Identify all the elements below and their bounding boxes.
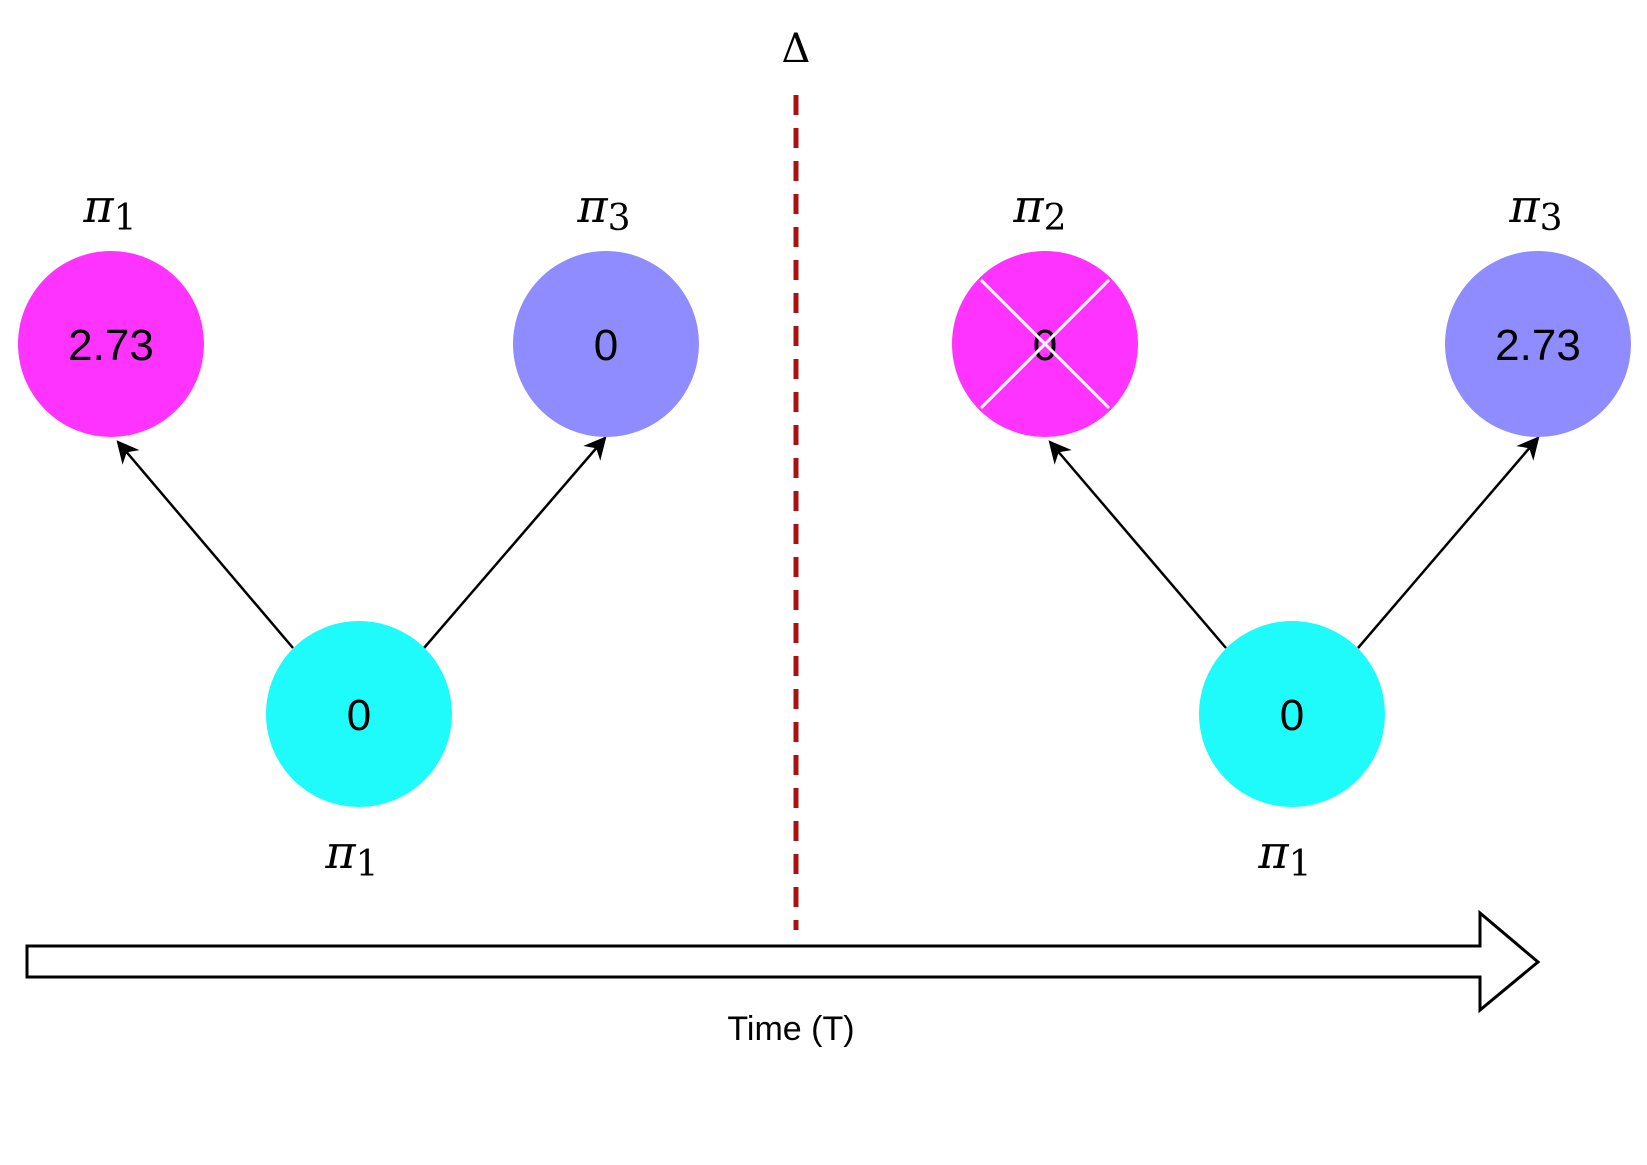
- right-child-b-value: 2.73: [1495, 321, 1581, 370]
- left-child-b-value: 0: [594, 321, 618, 370]
- left-child-b-label: π3: [576, 179, 630, 239]
- right-root-label: π1: [1257, 825, 1311, 885]
- right-root-value: 0: [1280, 691, 1304, 740]
- left-child-b-node: [513, 251, 699, 437]
- left-edge-to-child-a: [116, 440, 294, 649]
- right-child-b-label: π3: [1508, 179, 1562, 239]
- left-root-value: 0: [347, 691, 371, 740]
- left-child-a-value: 2.73: [68, 321, 154, 370]
- right-edge-to-child-b: [1357, 436, 1540, 649]
- left-child-a-label: π1: [82, 179, 136, 239]
- time-label: Time (T): [727, 1010, 854, 1048]
- right-child-b-node: [1445, 251, 1631, 437]
- left-child-a-node: [18, 251, 204, 437]
- right-child-a-label: π2: [1012, 179, 1066, 239]
- left-edge-to-child-b: [423, 436, 607, 649]
- right-root-node: [1199, 621, 1385, 807]
- left-root-node: [266, 621, 452, 807]
- cross-out-mark: [979, 278, 1111, 410]
- time-arrow: [25, 909, 1541, 1014]
- left-root-label: π1: [324, 825, 378, 885]
- left-tree: π1 2.73 π3 0 0 π1: [18, 179, 699, 885]
- right-tree: π2 0 π3 2.73 0 π1: [952, 179, 1631, 885]
- right-edge-to-child-a: [1048, 440, 1227, 649]
- delta-label: Δ: [782, 26, 811, 72]
